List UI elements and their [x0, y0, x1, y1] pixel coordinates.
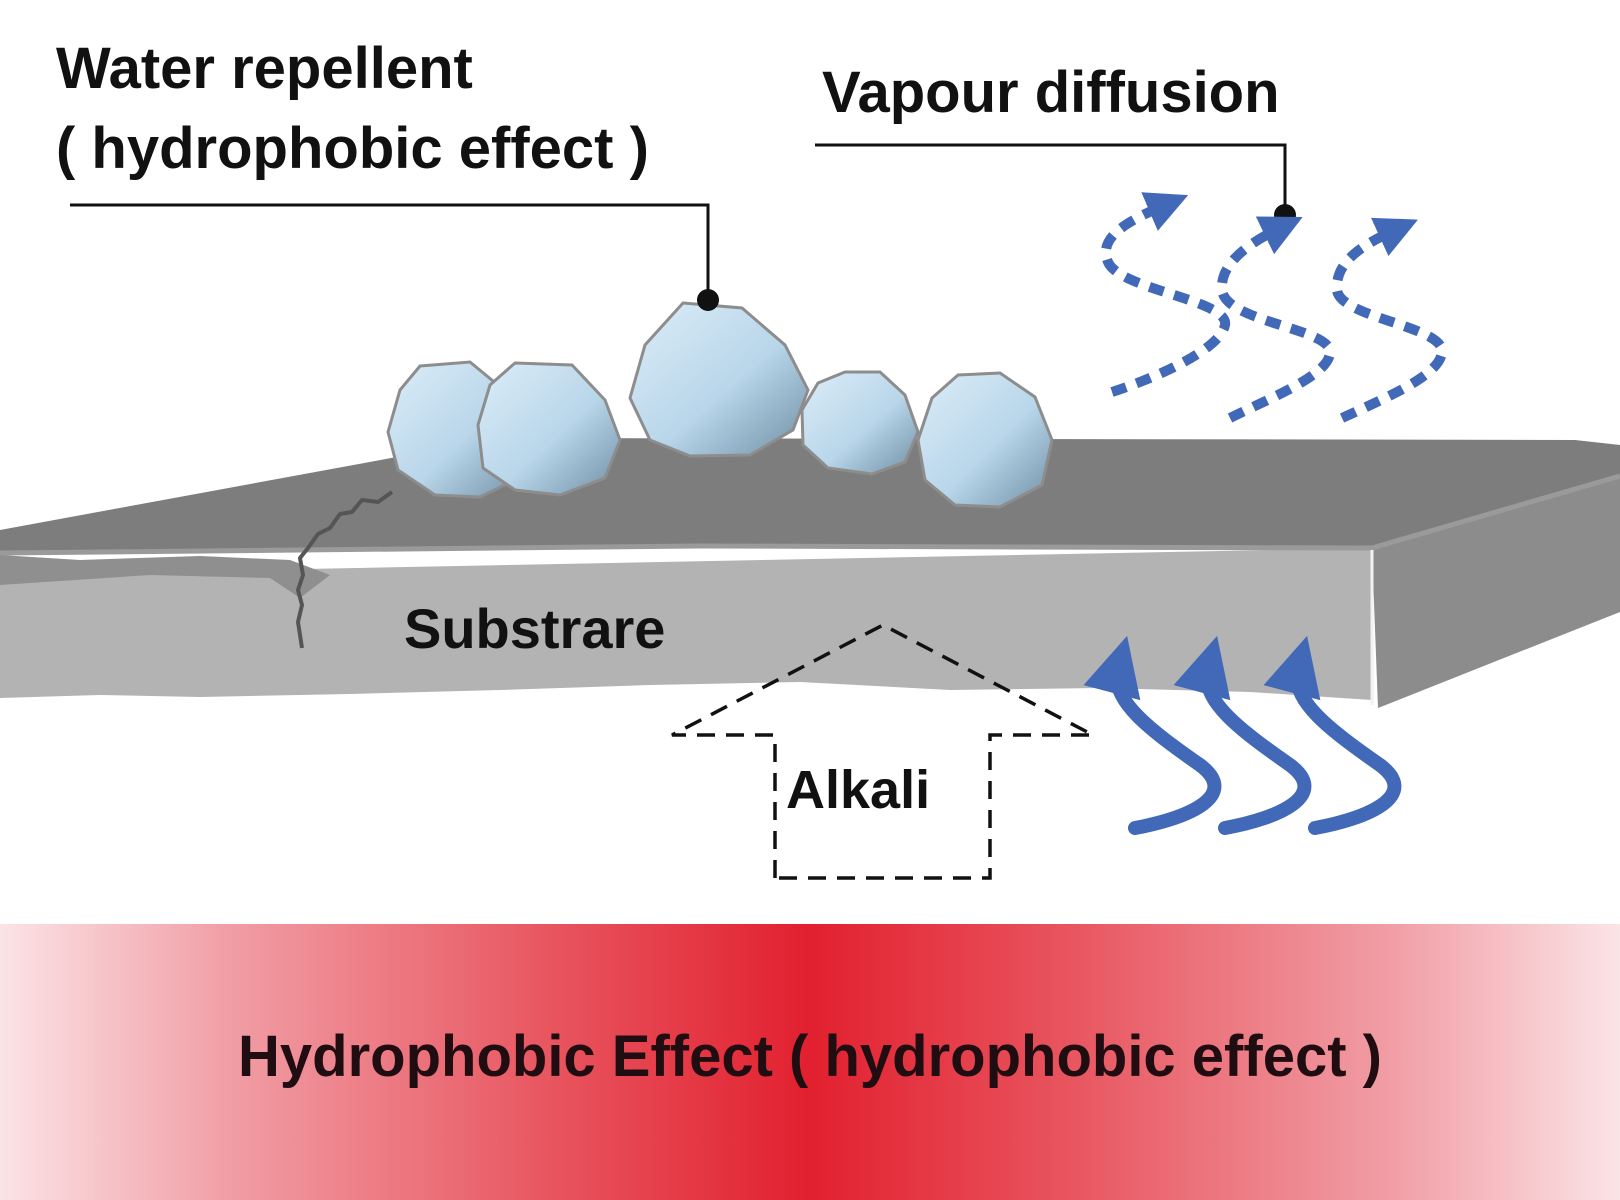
hydrophobic-effect-banner: Hydrophobic Effect ( hydrophobic effect … — [0, 924, 1620, 1200]
moisture-arrow — [1083, 635, 1222, 835]
water-droplet — [628, 301, 810, 458]
moisture-arrow — [1263, 635, 1402, 835]
leader-dot — [697, 289, 719, 311]
vapour-arrows — [1101, 192, 1447, 423]
moisture-arrows — [1083, 635, 1402, 835]
water-repellent-label: Water repellent — [56, 36, 473, 101]
alkali-label: Alkali — [786, 760, 930, 820]
water-droplets — [386, 301, 1054, 509]
vapour-arrow — [1101, 192, 1230, 397]
water-droplet — [800, 370, 920, 476]
vapour-diffusion-leader — [815, 143, 1296, 226]
water-repellent-leader — [70, 203, 719, 311]
substrate-slab — [0, 438, 1620, 708]
slab-right-face — [1372, 478, 1620, 708]
water-droplet — [476, 361, 622, 497]
substrate-label: Substrare — [404, 597, 665, 660]
banner-title: Hydrophobic Effect ( hydrophobic effect … — [238, 1024, 1382, 1089]
slab-top-edge — [0, 473, 1620, 556]
water-droplet — [916, 371, 1054, 509]
leader-dot — [1274, 204, 1296, 226]
vapour-arrow — [1216, 216, 1336, 423]
vapour-diffusion-label: Vapour diffusion — [822, 60, 1280, 125]
slab-top-face — [0, 438, 1620, 555]
slab-left-shadow — [0, 555, 330, 598]
hydrophobic-diagram: Water repellent ( hydrophobic effect ) V… — [0, 36, 1620, 880]
slab-front-face — [0, 548, 1372, 700]
vapour-arrow — [1331, 217, 1447, 423]
alkali-arrow — [671, 623, 1094, 880]
water-repellent-sublabel: ( hydrophobic effect ) — [56, 116, 649, 181]
crack-line — [296, 490, 394, 649]
moisture-arrow — [1173, 635, 1312, 835]
